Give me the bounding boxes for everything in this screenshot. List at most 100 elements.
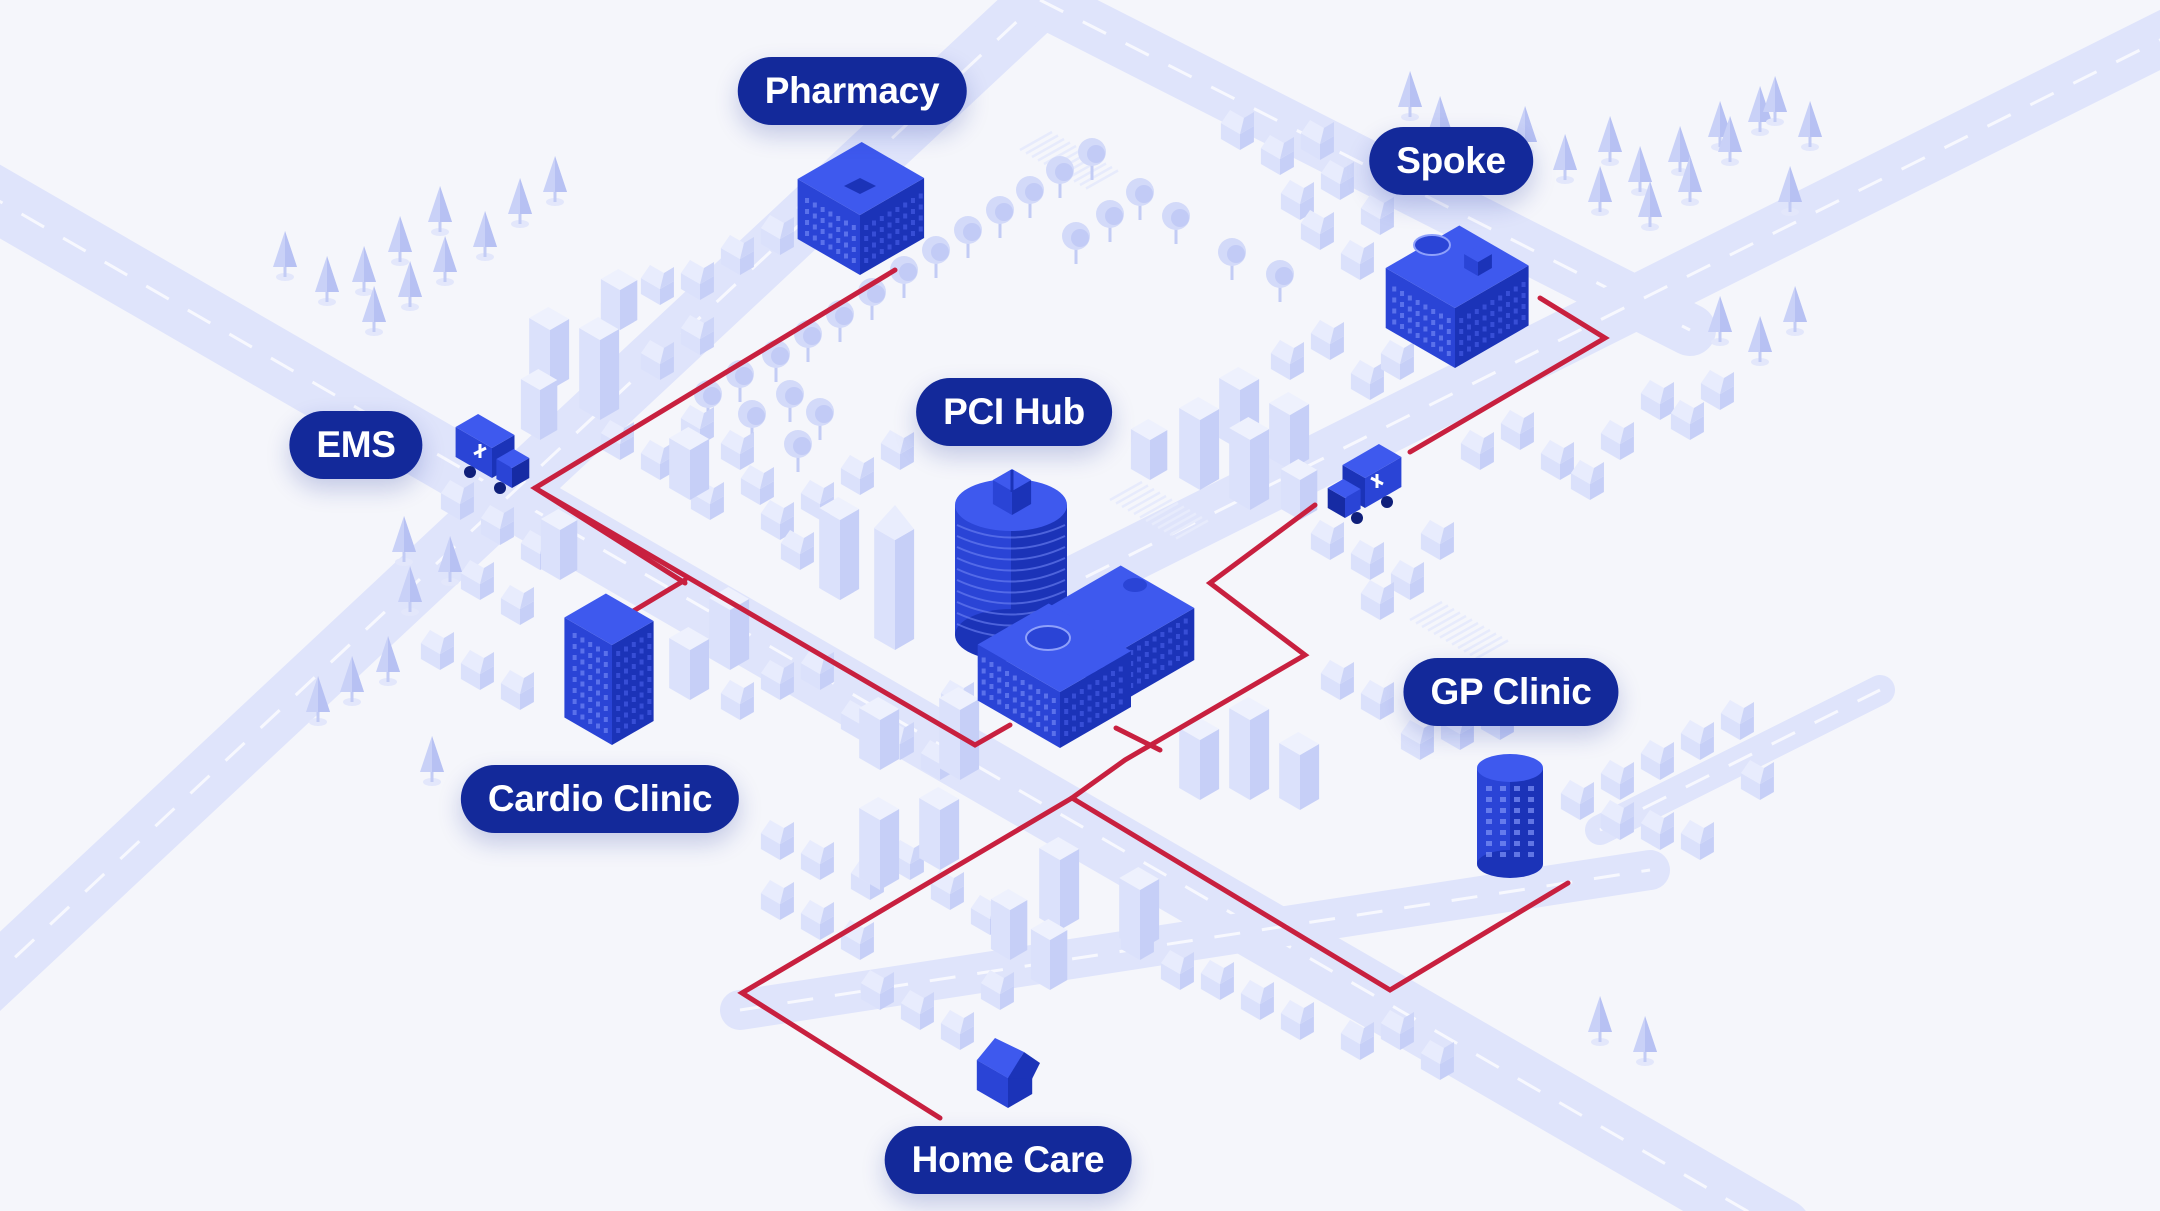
tree-icon (1162, 202, 1190, 244)
tree-icon (890, 256, 918, 298)
tree-icon (362, 286, 386, 336)
ambulance-cab (1327, 479, 1361, 518)
house-icon (840, 455, 874, 495)
pale-tower (1179, 717, 1220, 800)
house-icon (1600, 800, 1634, 840)
house-icon (900, 990, 934, 1030)
gp-clinic-building (1477, 754, 1543, 878)
house-icon (1280, 180, 1314, 220)
house-icon (420, 630, 454, 670)
tree-icon (315, 256, 339, 306)
road-north-east-centerline (1039, 0, 1691, 332)
tree-icon (433, 236, 457, 286)
house-icon (440, 480, 474, 520)
house-icon (1460, 430, 1494, 470)
house-icon (1740, 760, 1774, 800)
tree-icon (398, 261, 422, 311)
house-icon (1300, 210, 1334, 250)
route-hub-homecare (737, 795, 1075, 1121)
pci-hub-label: PCI Hub (916, 378, 1112, 446)
house-icon (880, 430, 914, 470)
pale-tower (859, 797, 900, 890)
tree-icon (1126, 178, 1154, 220)
house-icon (640, 440, 674, 480)
house-icon (1680, 820, 1714, 860)
road-south-east-spur (1585, 675, 1895, 845)
house-icon (500, 585, 534, 625)
house-icon (680, 315, 714, 355)
house-icon (1420, 520, 1454, 560)
pale-tower (1030, 919, 1068, 990)
pale-tower (1179, 397, 1220, 490)
house-icon (1670, 400, 1704, 440)
pale-tower (939, 687, 980, 780)
house-icon (1310, 520, 1344, 560)
route-hub-gp (1067, 502, 1571, 993)
pale-tower (669, 627, 710, 700)
house-icon (680, 260, 714, 300)
house-icon (1160, 950, 1194, 990)
house-icon (1400, 720, 1434, 760)
pale-tower (1229, 417, 1270, 510)
house-icon (720, 235, 754, 275)
house-icon (1200, 960, 1234, 1000)
spoke-label: Spoke (1369, 127, 1533, 195)
tree-icon (858, 278, 886, 320)
route-hub-east (1113, 725, 1163, 753)
house-icon (800, 840, 834, 880)
house-icon (760, 215, 794, 255)
pale-tower (1280, 459, 1318, 520)
house-icon (500, 670, 534, 710)
spoke-roof-unit (1464, 246, 1492, 276)
house-icon (1640, 740, 1674, 780)
tree-icon (1096, 200, 1124, 242)
route-spoke-ems (1407, 295, 1610, 455)
house-icon (1300, 120, 1334, 160)
house-icon (1640, 380, 1674, 420)
house-icon (640, 265, 674, 305)
house-icon (1270, 340, 1304, 380)
pale-tower (669, 427, 710, 500)
tree-icon (1708, 296, 1732, 346)
tree-icon (1748, 316, 1772, 366)
pci-hub-building (955, 469, 1195, 748)
house-icon (480, 505, 514, 545)
house-icon (1380, 1010, 1414, 1050)
tree-icon (1588, 166, 1612, 216)
house-icon (1320, 660, 1354, 700)
pale-tower (529, 307, 570, 390)
tree-icon (784, 430, 812, 472)
tree-icon (1046, 156, 1074, 198)
pci-hub-roof-box (992, 469, 1032, 515)
helipad-icon (1025, 625, 1071, 651)
pale-tower (1039, 837, 1080, 930)
road-east-diagonal-up-centerline (999, 38, 2160, 622)
house-icon (1360, 580, 1394, 620)
tree-icon (1218, 238, 1246, 280)
tree-icon (806, 398, 834, 440)
tree-icon (340, 656, 364, 706)
pale-tower (1229, 697, 1270, 800)
house-icon (780, 530, 814, 570)
pale-tower (1119, 867, 1160, 950)
ems-ambulance (455, 414, 530, 494)
pale-tower (859, 697, 900, 770)
house-icon (1700, 370, 1734, 410)
road-east-diagonal-up (973, 9, 2160, 647)
home-care-label: Home Care (884, 1126, 1132, 1194)
facilities-layer (455, 142, 1543, 1108)
house-icon (940, 1010, 974, 1050)
tree-icon (1598, 116, 1622, 166)
tree-icon (1778, 166, 1802, 216)
pci-hub-vent (1123, 578, 1147, 592)
house-icon (720, 680, 754, 720)
house-icon (1390, 560, 1424, 600)
pale-tower (1269, 392, 1310, 470)
house-icon (800, 900, 834, 940)
gp-clinic-label: GP Clinic (1403, 658, 1619, 726)
pale-tower (600, 269, 638, 330)
tree-icon (306, 676, 330, 726)
house-icon (1600, 420, 1634, 460)
house-icon (980, 970, 1014, 1010)
house-icon (1570, 460, 1604, 500)
